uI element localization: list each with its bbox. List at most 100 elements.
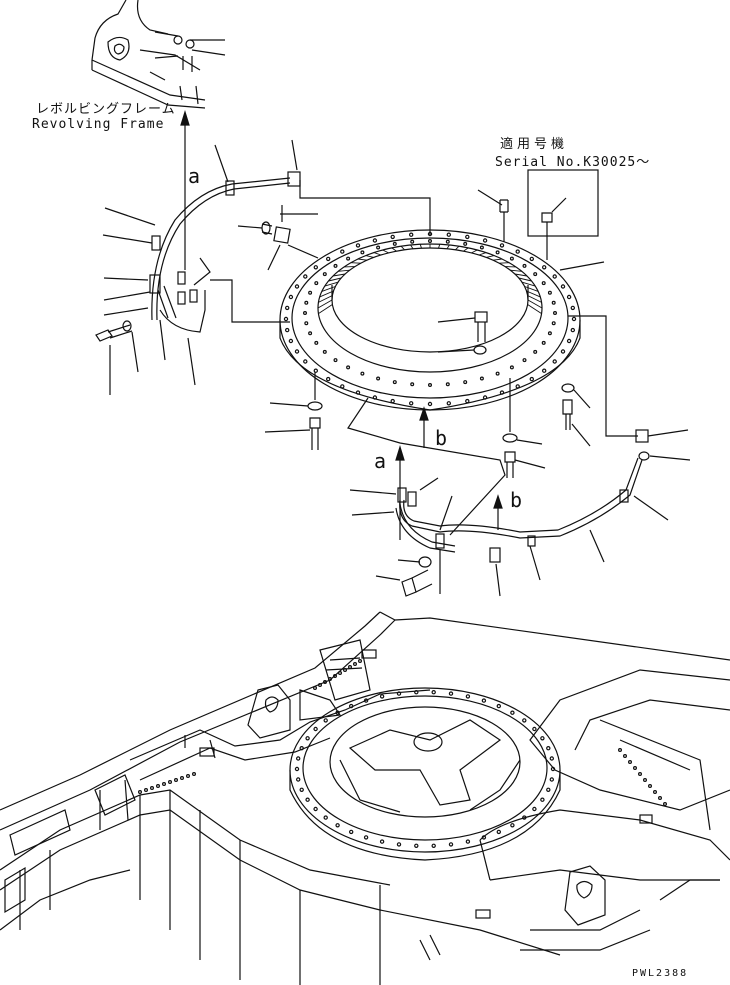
bolt-hole <box>313 265 318 270</box>
bolt-hole <box>482 395 488 400</box>
bolt-hole <box>540 736 545 741</box>
bolt-hole <box>551 300 556 305</box>
bolt-hole <box>549 777 555 782</box>
bolt-hole <box>168 779 173 784</box>
bolt-hole <box>308 290 313 295</box>
bolt-hole <box>499 243 505 248</box>
bolt-hole <box>304 300 309 305</box>
bolt-hole <box>496 703 501 709</box>
bolt-hole <box>445 382 450 387</box>
drawing-number: PWL2388 <box>632 968 689 979</box>
bolt-hole <box>541 340 546 345</box>
bolt-hole <box>509 365 514 370</box>
bolt-hole <box>414 843 419 849</box>
bolt-hole <box>547 290 552 295</box>
bolt-hole <box>162 781 167 786</box>
bolt-hole <box>431 690 436 695</box>
bolt-hole <box>294 766 300 772</box>
bolt-hole <box>323 718 328 723</box>
gear-tooth <box>318 304 333 314</box>
bolt-hole <box>428 383 433 388</box>
lower-frame-body <box>0 611 730 985</box>
bolt-hole <box>390 234 395 240</box>
bolt-hole <box>546 787 551 793</box>
bolt-hole <box>463 241 468 246</box>
bolt-hole <box>326 376 331 382</box>
bolt-hole <box>192 771 197 776</box>
bolt-hole <box>305 736 310 741</box>
bolt-hole <box>288 338 294 344</box>
bolt-hole <box>358 658 363 663</box>
bolt-hole <box>349 829 354 835</box>
bolt-hole <box>186 773 191 778</box>
bolt-hole <box>333 358 338 363</box>
bolt-hole <box>328 676 333 681</box>
bolt-hole <box>546 746 551 751</box>
bolt-hole <box>622 753 627 758</box>
ring-gear-teeth <box>317 244 543 314</box>
bolt-hole <box>318 682 323 687</box>
bolt-hole <box>285 305 290 311</box>
bolt-hole <box>303 359 308 364</box>
bolt-hole <box>465 234 470 240</box>
bolt-hole <box>392 380 397 385</box>
bolt-hole <box>662 801 667 806</box>
gear-tooth <box>350 262 361 264</box>
bolt-hole <box>496 829 501 835</box>
bolt-hole <box>299 787 304 793</box>
gear-tooth <box>524 286 539 292</box>
bolt-hole <box>340 249 345 254</box>
bolt-hole <box>445 239 450 244</box>
bolt-hole <box>431 843 436 849</box>
bolt-hole <box>144 787 149 792</box>
serial-applicable-label-jp: 適用号機 <box>500 137 569 152</box>
bolt-hole <box>376 376 381 381</box>
bolt-hole <box>570 305 576 311</box>
bolt-hole <box>463 380 468 385</box>
bolt-hole <box>637 771 642 776</box>
gear-tooth <box>527 299 543 309</box>
lower-ring-bolt-holes <box>294 690 556 849</box>
bolt-hole <box>314 281 319 286</box>
bolt-hole <box>363 698 369 703</box>
bolt-hole <box>390 398 395 404</box>
bolt-hole <box>363 835 369 840</box>
small-fittings <box>237 205 319 271</box>
gear-tooth <box>410 244 414 250</box>
bolt-hole <box>355 243 361 248</box>
bolt-hole <box>303 311 308 316</box>
gear-tooth <box>526 290 541 298</box>
revolving-frame-label-en: Revolving Frame <box>32 117 165 132</box>
bolt-hole <box>294 284 300 289</box>
bolt-hole <box>552 359 557 364</box>
gear-tooth <box>419 244 422 249</box>
bolt-hole <box>346 365 351 370</box>
bolt-hole <box>355 390 361 395</box>
bolt-hole <box>427 231 433 237</box>
bolt-hole <box>348 664 353 669</box>
bolt-hole <box>566 294 572 300</box>
gear-tooth <box>338 269 350 272</box>
gear-tooth <box>373 252 382 256</box>
bolt-hole <box>560 284 566 289</box>
bolt-hole <box>305 797 310 802</box>
bolt-hole <box>335 823 340 828</box>
upper-grease-hose-assembly <box>95 139 301 395</box>
bolt-hole <box>174 777 179 782</box>
bolt-hole <box>360 371 365 376</box>
bolt-hole <box>392 241 397 246</box>
bolt-hole <box>333 673 338 678</box>
bolt-hole <box>427 401 433 407</box>
ring-center-bolt <box>437 311 488 355</box>
arrow-b-upper <box>419 406 429 448</box>
gear-tooth <box>486 255 495 258</box>
ring-mounting-bolts <box>264 372 546 478</box>
gear-tooth <box>321 286 336 292</box>
bolt-hole <box>409 401 414 406</box>
bolt-hole <box>294 349 300 354</box>
bolt-hole <box>303 274 308 279</box>
bolt-hole <box>296 756 301 761</box>
gear-tooth <box>438 244 441 249</box>
bolt-hole <box>313 368 318 373</box>
bolt-hole <box>482 238 488 243</box>
